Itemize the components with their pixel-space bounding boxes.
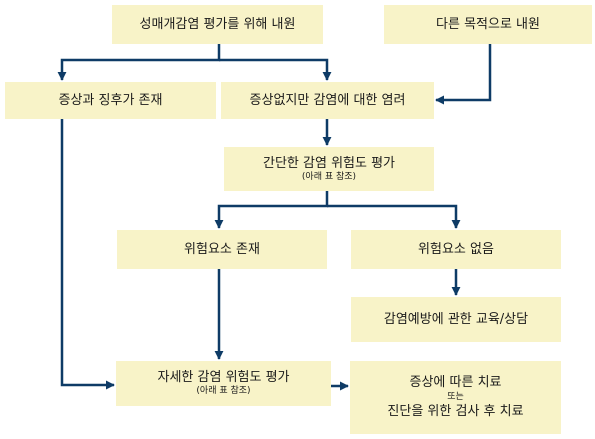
box-visit-other: 다른 목적으로 내원 bbox=[384, 5, 592, 44]
box-label: 진단을 위한 검사 후 치료 bbox=[387, 404, 524, 419]
connector-eval-split bbox=[214, 191, 329, 229]
box-label: 증상과 징후가 존재 bbox=[58, 92, 163, 108]
box-visit-sti-eval: 성매개감염 평가를 위해 내원 bbox=[112, 5, 323, 44]
box-label: 위험요소 존재 bbox=[184, 241, 260, 257]
arrow-to-risk-absent bbox=[327, 204, 461, 229]
box-label: 성매개감염 평가를 위해 내원 bbox=[139, 16, 296, 32]
box-label: 위험요소 없음 bbox=[418, 241, 494, 257]
box-detailed-risk-eval: 자세한 감염 위험도 평가 (아래 표 참조) bbox=[116, 361, 331, 406]
box-asymptomatic-concern: 증상없지만 감염에 대한 염려 bbox=[221, 82, 434, 119]
box-label: 다른 목적으로 내원 bbox=[436, 16, 540, 32]
box-counseling: 감염예방에 관한 교육/상담 bbox=[351, 297, 561, 342]
box-risk-absent: 위험요소 없음 bbox=[351, 230, 561, 269]
box-sublabel: (아래 표 참조) bbox=[196, 386, 251, 396]
box-risk-present: 위험요소 존재 bbox=[117, 230, 327, 269]
box-brief-risk-eval: 간단한 감염 위험도 평가 (아래 표 참조) bbox=[224, 147, 434, 191]
box-treatment: 증상에 따른 치료 또는 진단을 위한 검사 후 치료 bbox=[350, 361, 561, 434]
arrow-to-asymptomatic bbox=[219, 58, 332, 81]
box-label: 자세한 감염 위험도 평가 bbox=[157, 370, 290, 385]
box-label: 증상에 따른 치료 bbox=[409, 375, 502, 390]
arrow-symptoms-to-detailed bbox=[60, 119, 115, 390]
arrow-other-to-asymptomatic bbox=[435, 44, 492, 105]
box-label: 간단한 감염 위험도 평가 bbox=[263, 155, 395, 171]
box-sublabel: (아래 표 참조) bbox=[301, 171, 357, 182]
box-connector-word: 또는 bbox=[447, 392, 464, 402]
box-label: 감염예방에 관한 교육/상담 bbox=[383, 311, 529, 327]
box-label: 증상없지만 감염에 대한 염려 bbox=[249, 92, 406, 108]
connector-top-split bbox=[57, 44, 221, 81]
box-symptoms-present: 증상과 징후가 존재 bbox=[5, 82, 216, 119]
